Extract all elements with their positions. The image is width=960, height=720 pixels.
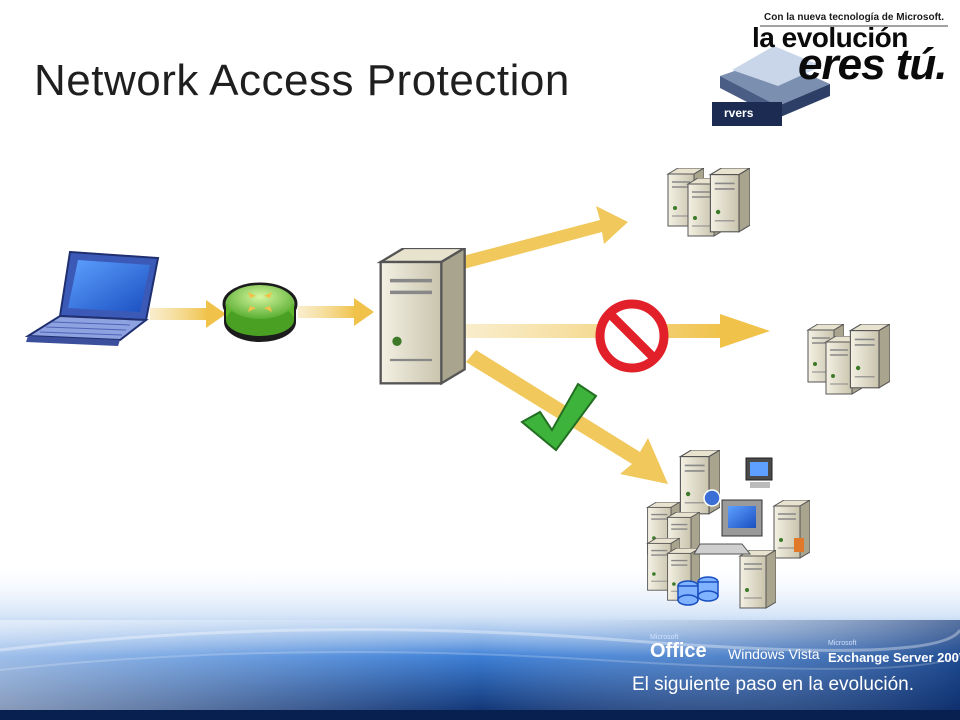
server-group-icon (667, 168, 750, 237)
block-icon (595, 299, 669, 373)
router-icon (222, 282, 298, 342)
brand-partial-label: rvers (724, 106, 754, 120)
nap-server-icon (378, 248, 466, 386)
server-group-icon (807, 324, 890, 395)
footer-banner (0, 560, 960, 720)
exchange-logo-text: Exchange Server 2007 (828, 650, 960, 665)
brand-logo-icon (712, 25, 948, 126)
page-title: Network Access Protection (34, 56, 570, 105)
arrow-router-to-server (298, 298, 374, 326)
network-diagram (24, 168, 890, 609)
brand-tagline: Con la nueva tecnología de Microsoft. (764, 12, 945, 23)
checkmark-icon (520, 382, 598, 452)
laptop-icon (24, 250, 160, 346)
brand-line-1: la evolución (752, 22, 908, 53)
footer-slogan: El siguiente paso en la evolución. (632, 674, 915, 695)
network-resources-icon (646, 450, 810, 609)
brand-line-2: eres tú. (798, 40, 948, 89)
office-logo-text: Office (650, 640, 707, 662)
exchange-prefix: Microsoft (828, 640, 857, 647)
arrow-to-remediation-servers (455, 206, 628, 270)
office-prefix: Microsoft (650, 634, 679, 641)
windows-vista-logo-text: Windows Vista (728, 646, 820, 662)
arrow-laptop-to-router (150, 300, 226, 328)
